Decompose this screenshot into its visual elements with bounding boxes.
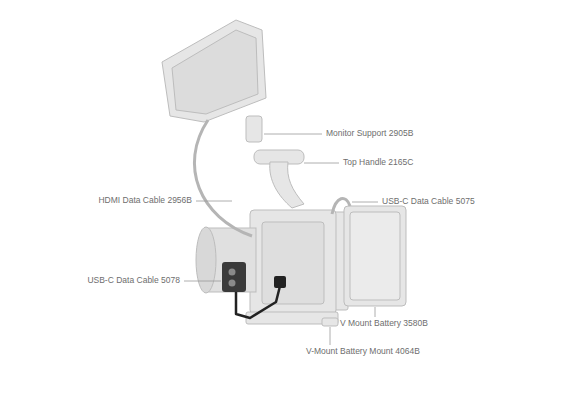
usb-c-cable-5078 [236, 286, 280, 318]
camera-body [262, 222, 324, 304]
part-label: V Mount Battery 3580B [340, 319, 428, 328]
part-label: HDMI Data Cable 2956B [98, 196, 192, 205]
camera-cage [250, 210, 336, 314]
handle-grip [270, 162, 304, 208]
monitor [162, 20, 266, 122]
leader-line [264, 134, 322, 135]
cable-clamp [222, 262, 246, 292]
leader-line [352, 202, 378, 203]
v-mount-battery [344, 206, 406, 306]
leader-line [375, 307, 376, 317]
hdmi-cable [194, 120, 252, 236]
battery-face [350, 212, 400, 300]
usb-c-plug [274, 276, 286, 288]
clamp-hole [229, 269, 236, 276]
monitor-support [246, 116, 262, 142]
part-label: V-Mount Battery Mount 4064B [306, 347, 420, 356]
mount-clamp [322, 318, 338, 326]
leader-line [304, 163, 339, 164]
clamp-hole [229, 280, 236, 287]
lens-front [196, 227, 216, 293]
part-label: Monitor Support 2905B [326, 129, 413, 138]
usb-c-cable-5075 [332, 198, 350, 214]
leader-line [330, 327, 331, 345]
part-label: USB-C Data Cable 5078 [87, 276, 180, 285]
leader-line [184, 281, 221, 282]
leader-line [196, 201, 232, 202]
part-label: USB-C Data Cable 5075 [382, 197, 475, 206]
part-label: Top Handle 2165C [343, 158, 413, 167]
monitor-screen [172, 30, 258, 114]
